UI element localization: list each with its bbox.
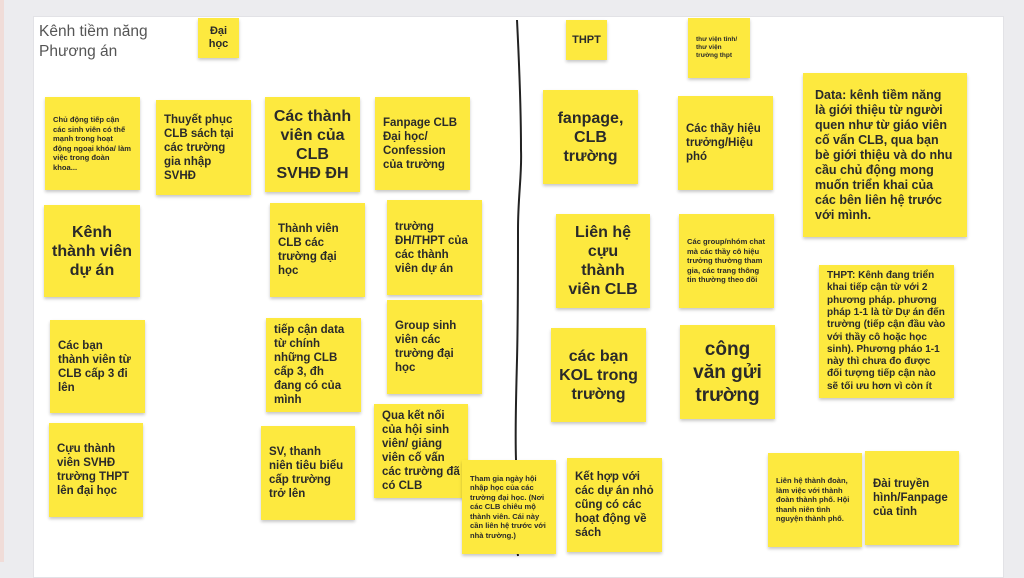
sticky-note[interactable]: Group sinh viên các trường đại học [387,300,482,394]
sticky-note[interactable]: Cựu thành viên SVHĐ trường THPT lên đại … [49,423,143,517]
sticky-note[interactable]: Tham gia ngày hội nhập học của các trườn… [462,460,556,554]
sticky-note[interactable]: Qua kết nối của hội sinh viên/ giảng viê… [374,404,468,498]
board-title-line1: Kênh tiềm năng [39,23,148,40]
sticky-note[interactable]: các bạn KOL trong trường [551,328,646,422]
sticky-note[interactable]: fanpage, CLB trường [543,90,638,184]
sticky-note[interactable]: Thành viên CLB các trường đại học [270,203,365,297]
sticky-note-thpt-summary[interactable]: THPT: Kênh đang triển khai tiếp cận từ v… [819,265,954,398]
sticky-note[interactable]: Fanpage CLB Đại học/ Confession của trườ… [375,97,470,190]
sticky-note[interactable]: Đài truyền hình/Fanpage của tỉnh [865,451,959,545]
window-edge [0,0,4,562]
sticky-note[interactable]: Các group/nhóm chat mà các thầy cô hiệu … [679,214,774,308]
sticky-note[interactable]: Kết hợp với các dự án nhỏ cũng có các ho… [567,458,662,552]
sticky-note-thpt-header[interactable]: THPT [566,20,607,60]
sticky-note[interactable]: Liên hệ thành đoàn, làm việc với thành đ… [768,453,862,547]
sticky-note-data-summary[interactable]: Data: kênh tiềm năng là giới thiệu từ ng… [803,73,967,237]
sticky-note[interactable]: Chủ động tiếp cận các sinh viên có thế m… [45,97,140,190]
sticky-note[interactable]: Thuyết phục CLB sách tại các trường gia … [156,100,251,195]
board-title: Kênh tiềm năng Phương án [39,22,148,62]
sticky-note[interactable]: tiếp cận data từ chính những CLB cấp 3, … [266,318,361,412]
sticky-note[interactable]: trường ĐH/THPT của các thành viên dự án [387,200,482,295]
sticky-note[interactable]: Các bạn thành viên từ CLB cấp 3 đi lên [50,320,145,413]
board-title-line2: Phương án [39,43,118,60]
sticky-note[interactable]: Liên hệ cựu thành viên CLB [556,214,650,308]
sticky-note[interactable]: Kênh thành viên dự án [44,205,140,297]
sticky-note[interactable]: thư viện tỉnh/ thư viện trường thpt [688,18,750,78]
sticky-note-dai-hoc-header[interactable]: Đại học [198,18,239,58]
sticky-note[interactable]: Các thành viên của CLB SVHĐ ĐH [265,97,360,192]
sticky-note[interactable]: Các thầy hiệu trưởng/Hiệu phó [678,96,773,190]
sticky-note[interactable]: công văn gửi trường [680,325,775,419]
sticky-note[interactable]: SV, thanh niên tiêu biểu cấp trường trở … [261,426,355,520]
